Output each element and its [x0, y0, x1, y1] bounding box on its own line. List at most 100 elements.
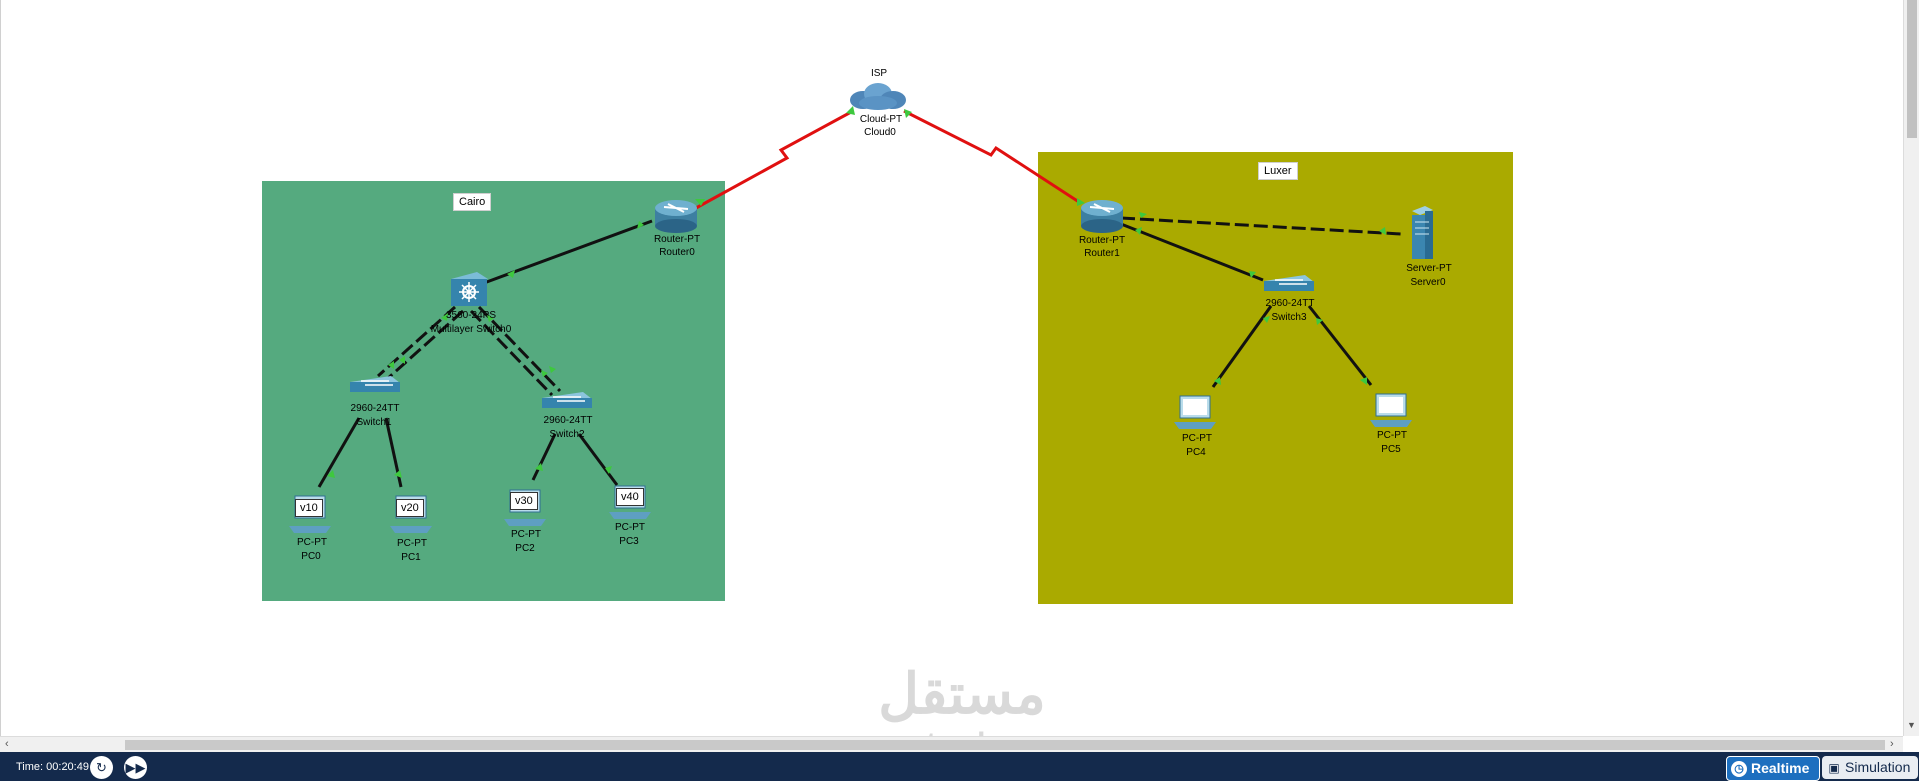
watermark-logo: مستقل	[878, 662, 1046, 725]
luxer-area-label[interactable]: Luxer	[1258, 162, 1298, 180]
server0-type-label: Server-PT	[1406, 263, 1452, 274]
pc-icon-pc5[interactable]	[1370, 393, 1412, 427]
port-indicator	[695, 199, 705, 206]
link-switch2-pc2	[531, 433, 557, 481]
horizontal-scroll-thumb[interactable]	[125, 740, 1885, 750]
pc1-name-label: PC1	[401, 552, 421, 563]
pc3-vlan-tag: v40	[616, 488, 644, 506]
cloud0-type-label: Cloud-PT	[859, 114, 903, 125]
realtime-mode-button[interactable]: ◷Realtime	[1726, 756, 1820, 781]
link-mlswitch0-switch2-a	[477, 305, 562, 393]
port-indicator	[1249, 271, 1256, 278]
router-icon-router0[interactable]	[655, 200, 697, 233]
port-indicator	[1214, 377, 1221, 385]
mlswitch0-name-label: Multilayer Switch0	[430, 324, 512, 335]
port-indicator	[327, 470, 335, 478]
link-switch3-pc4	[1211, 305, 1273, 388]
port-indicator	[637, 221, 644, 229]
pc0-name-label: PC0	[301, 551, 321, 562]
port-indicator	[904, 109, 912, 118]
topology-canvas[interactable]	[1, 0, 1904, 736]
link-isp-router1	[903, 109, 1080, 204]
router1-name-label: Router1	[1084, 248, 1120, 259]
switch2-name-label: Switch2	[549, 429, 585, 440]
switch2-type-label: 2960-24TT	[543, 415, 593, 426]
link-mlswitch0-switch2-b	[469, 309, 554, 397]
simulation-label: Simulation	[1845, 759, 1911, 775]
port-indicator	[535, 463, 543, 471]
mlswitch0-type-label: 3560-24PS	[445, 310, 497, 321]
router-icon-router1[interactable]	[1081, 200, 1123, 233]
port-indicator	[1316, 318, 1323, 325]
router0-type-label: Router-PT	[653, 234, 701, 245]
simulation-icon: ▣	[1828, 761, 1840, 776]
link-switch3-pc5	[1307, 305, 1373, 386]
scroll-down-icon[interactable]: ▼	[1907, 720, 1916, 730]
simulation-time: Time: 00:20:49	[16, 761, 89, 773]
switch-icon-switch3[interactable]	[1264, 275, 1314, 291]
server-icon[interactable]	[1412, 206, 1433, 259]
multilayer-switch-icon[interactable]	[451, 272, 488, 306]
pc5-name-label: PC5	[1381, 444, 1401, 455]
cloud0-name-label: Cloud0	[864, 127, 896, 138]
horizontal-scrollbar[interactable]: ‹ ›	[0, 736, 1903, 753]
port-indicator	[846, 106, 855, 115]
port-indicator	[605, 466, 612, 474]
switch3-name-label: Switch3	[1271, 312, 1307, 323]
port-indicator	[1360, 377, 1367, 385]
link-router1-server0	[1120, 216, 1402, 236]
pc-icon-pc4[interactable]	[1174, 395, 1216, 429]
pc5-type-label: PC-PT	[1377, 430, 1407, 441]
router1-type-label: Router-PT	[1078, 235, 1126, 246]
logical-workspace[interactable]: Cairo Luxer	[0, 0, 1904, 760]
switch3-type-label: 2960-24TT	[1265, 298, 1315, 309]
port-indicator	[487, 315, 494, 322]
pc4-type-label: PC-PT	[1182, 433, 1212, 444]
cairo-area[interactable]	[262, 181, 725, 601]
vertical-scroll-thumb[interactable]	[1907, 0, 1917, 138]
fast-forward-icon[interactable]: ▶▶	[124, 756, 147, 779]
pc4-name-label: PC4	[1186, 447, 1206, 458]
port-indicator	[388, 361, 394, 369]
port-indicator	[1263, 316, 1270, 323]
router0-name-label: Router0	[659, 247, 695, 258]
port-indicator	[1139, 212, 1147, 218]
port-indicator	[507, 270, 515, 278]
link-isp-router0	[695, 109, 854, 210]
link-switch2-pc3	[577, 433, 619, 486]
cairo-area-label[interactable]: Cairo	[453, 193, 492, 211]
port-indicator	[441, 313, 448, 321]
port-indicators	[327, 106, 1386, 478]
pc2-name-label: PC2	[515, 543, 535, 554]
link-mlswitch0-switch1-b	[384, 309, 465, 382]
pc2-type-label: PC-PT	[511, 529, 541, 540]
port-indicator	[394, 470, 402, 478]
port-indicator	[1379, 227, 1386, 235]
pc0-vlan-tag: v10	[295, 499, 323, 517]
pc1-type-label: PC-PT	[397, 538, 427, 549]
port-indicator	[399, 356, 405, 364]
switch-icon-switch2[interactable]	[542, 392, 592, 408]
pc3-name-label: PC3	[619, 536, 639, 547]
cloud-icon[interactable]	[850, 83, 906, 110]
scroll-left-icon[interactable]: ‹	[5, 738, 9, 750]
scroll-right-icon[interactable]: ›	[1890, 738, 1894, 750]
link-switch1-pc0	[317, 417, 361, 488]
simulation-mode-button[interactable]: ▣ Simulation	[1822, 756, 1918, 779]
pc2-vlan-tag: v30	[510, 492, 538, 510]
reset-clock-icon[interactable]: ↻	[90, 756, 113, 779]
switch-icon-switch1[interactable]	[350, 376, 400, 392]
isp-title-label: ISP	[870, 68, 888, 79]
realtime-label: Realtime	[1751, 760, 1810, 776]
server0-name-label: Server0	[1410, 277, 1446, 288]
port-indicator	[1077, 198, 1085, 206]
vertical-scrollbar[interactable]: ▲ ▼	[1903, 0, 1919, 736]
pc1-vlan-tag: v20	[396, 499, 424, 517]
switch1-type-label: 2960-24TT	[350, 403, 400, 414]
pc0-type-label: PC-PT	[297, 537, 327, 548]
port-indicator	[541, 370, 548, 377]
switch1-name-label: Switch1	[356, 417, 392, 428]
pc3-type-label: PC-PT	[615, 522, 645, 533]
clock-icon: ◷	[1731, 761, 1747, 778]
port-indicator	[549, 366, 556, 373]
